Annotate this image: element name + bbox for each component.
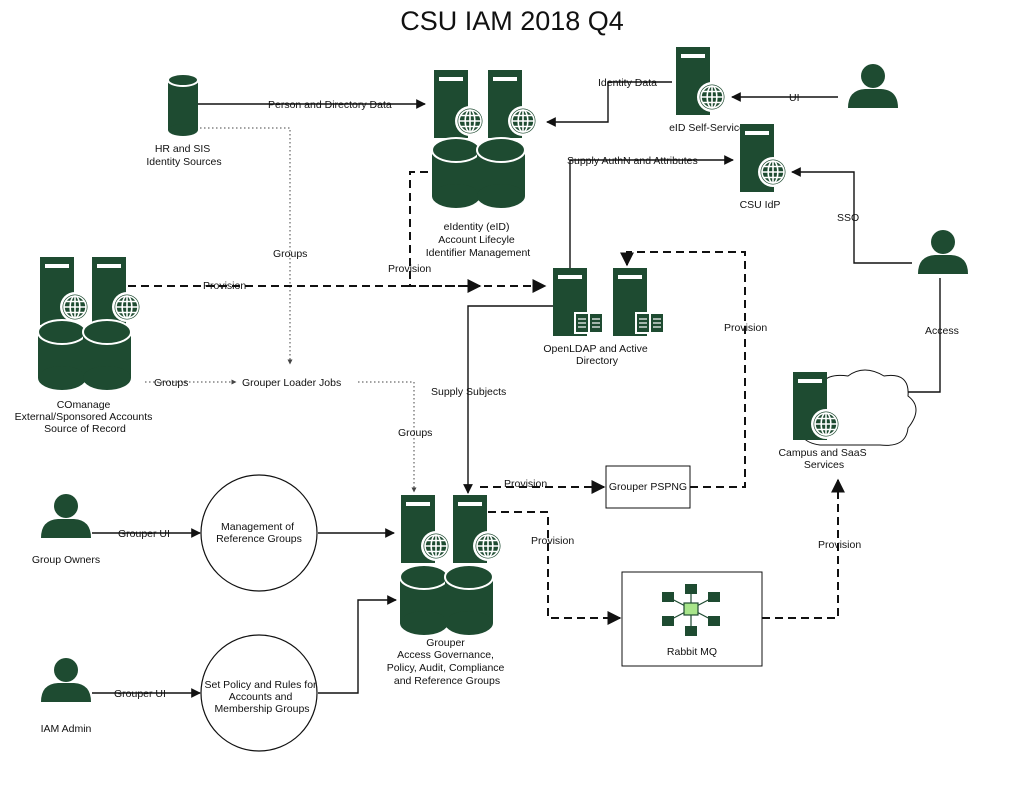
label-ui: UI — [789, 92, 800, 104]
rabbit-mq-network-icon — [662, 584, 720, 636]
node-iam-admin: IAM Admin — [41, 723, 92, 735]
edge-groups-loader — [358, 381, 417, 493]
hr-sis-database-icon — [167, 73, 199, 136]
node-grouper: Grouper Access Governance, Policy, Audit… — [387, 637, 508, 687]
node-eid: eIdentity (eID) Account Lifecyle Identif… — [426, 221, 531, 259]
node-openldap: OpenLDAP and Active Directory — [543, 343, 650, 367]
node-eid-selfservice: eID Self-Service — [669, 122, 745, 134]
edge-supply-authn — [569, 155, 734, 288]
edge-identity-data — [546, 81, 672, 127]
node-grouper-pspng: Grouper PSPNG — [609, 481, 687, 493]
group-owners-person-icon — [41, 494, 91, 538]
mgmt-ref-groups-circle — [200, 474, 318, 592]
set-policy-circle — [200, 634, 318, 752]
label-supply-subjects: Supply Subjects — [431, 386, 506, 398]
node-mgmt-ref-groups: Management of Reference Groups — [216, 521, 302, 545]
label-identity-data: Identity Data — [598, 77, 657, 89]
label-person-dir-data: Person and Directory Data — [268, 99, 392, 111]
label-provision-comanage: Provision — [203, 280, 246, 292]
edge-provision-ldap — [620, 251, 746, 488]
node-group-owners: Group Owners — [32, 554, 100, 566]
label-sso: SSO — [837, 212, 859, 224]
node-campus-saas: Campus and SaaS Services — [778, 447, 869, 471]
csu-idp-server-icon — [740, 124, 789, 192]
user-person-icon — [848, 64, 898, 108]
grouper-pspng-box — [605, 465, 691, 509]
node-hr-sis: HR and SIS Identity Sources — [146, 143, 221, 168]
edge-supply-subjects — [463, 305, 560, 494]
edge-labels: Person and Directory Data Identity Data … — [114, 77, 959, 700]
label-provision-services: Provision — [818, 539, 861, 551]
label-groups-loader: Groups — [398, 427, 432, 439]
node-comanage: COmanage External/Sponsored Accounts Sou… — [15, 399, 156, 435]
edges — [92, 81, 941, 698]
label-access: Access — [925, 325, 959, 337]
label-grouper-ui-admin: Grouper UI — [114, 688, 166, 700]
node-set-policy: Set Policy and Rules for Accounts and Me… — [205, 679, 320, 715]
user-access-person-icon — [918, 230, 968, 274]
iam-admin-person-icon — [41, 658, 91, 702]
diagram-title: CSU IAM 2018 Q4 — [400, 6, 624, 36]
campus-saas-cloud-icon — [793, 369, 917, 446]
node-rabbit-mq: Rabbit MQ — [667, 646, 717, 658]
label-groups-hr: Groups — [273, 248, 307, 260]
node-csu-idp: CSU IdP — [740, 199, 781, 211]
eid-server-icon — [431, 70, 539, 209]
eid-selfservice-server-icon — [676, 47, 728, 115]
label-provision-ldap: Provision — [724, 322, 767, 334]
grouper-server-icon — [399, 495, 504, 636]
openldap-server-icon — [553, 268, 666, 336]
comanage-server-icon — [37, 257, 143, 391]
node-grouper-loader: Grouper Loader Jobs — [242, 377, 341, 389]
label-grouper-ui-owners: Grouper UI — [118, 528, 170, 540]
label-provision-eid: Provision — [388, 263, 431, 275]
edge-policy-to-grouper — [318, 595, 397, 694]
label-supply-authn: Supply AuthN and Attributes — [567, 155, 698, 167]
label-provision-rabbit: Provision — [531, 535, 574, 547]
edge-sso — [791, 167, 912, 264]
label-provision-pspng: Provision — [504, 478, 547, 490]
edge-provision-rabbit — [488, 511, 622, 625]
label-groups-comanage: Groups — [154, 377, 188, 389]
